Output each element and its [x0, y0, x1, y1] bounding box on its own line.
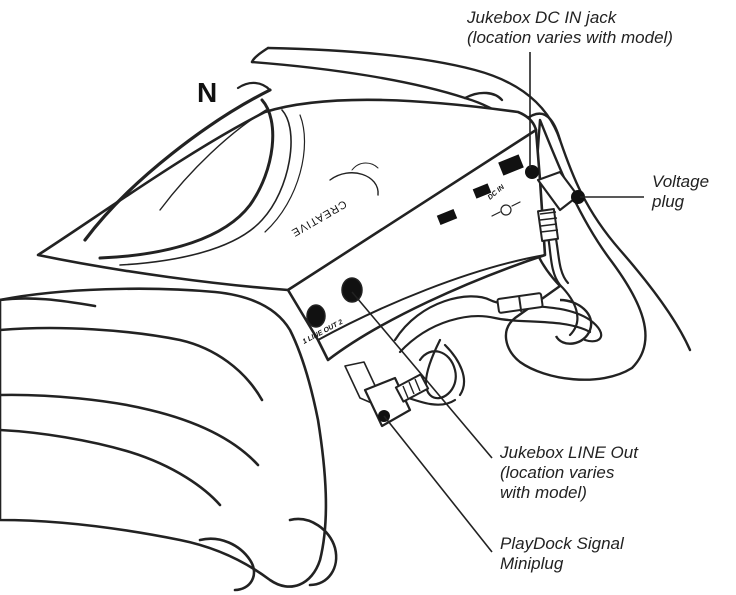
north-label: N [197, 77, 217, 108]
signal-miniplug-callout-line2: Miniplug [500, 554, 624, 574]
signal-miniplug-callout-line1: PlayDock Signal [500, 534, 624, 554]
voltage-plug-callout-line2: plug [652, 192, 709, 212]
line-out-callout: Jukebox LINE Out (location varies with m… [500, 443, 638, 503]
voltage-plug-callout: Voltage plug [652, 172, 709, 212]
dc-in-jack-callout: Jukebox DC IN jack (location varies with… [467, 8, 673, 48]
voltage-plug-callout-line1: Voltage [652, 172, 709, 192]
line-out-callout-line1: Jukebox LINE Out [500, 443, 638, 463]
line-out-callout-line3: with model) [500, 483, 638, 503]
miniplug-leader [384, 416, 492, 552]
signal-miniplug [345, 362, 428, 426]
dock-left-wing [0, 289, 336, 590]
signal-miniplug-callout: PlayDock Signal Miniplug [500, 534, 624, 574]
dc-in-jack-callout-line2: (location varies with model) [467, 28, 673, 48]
line-out-callout-line2: (location varies [500, 463, 638, 483]
dc-in-jack-callout-line1: Jukebox DC IN jack [467, 8, 673, 28]
